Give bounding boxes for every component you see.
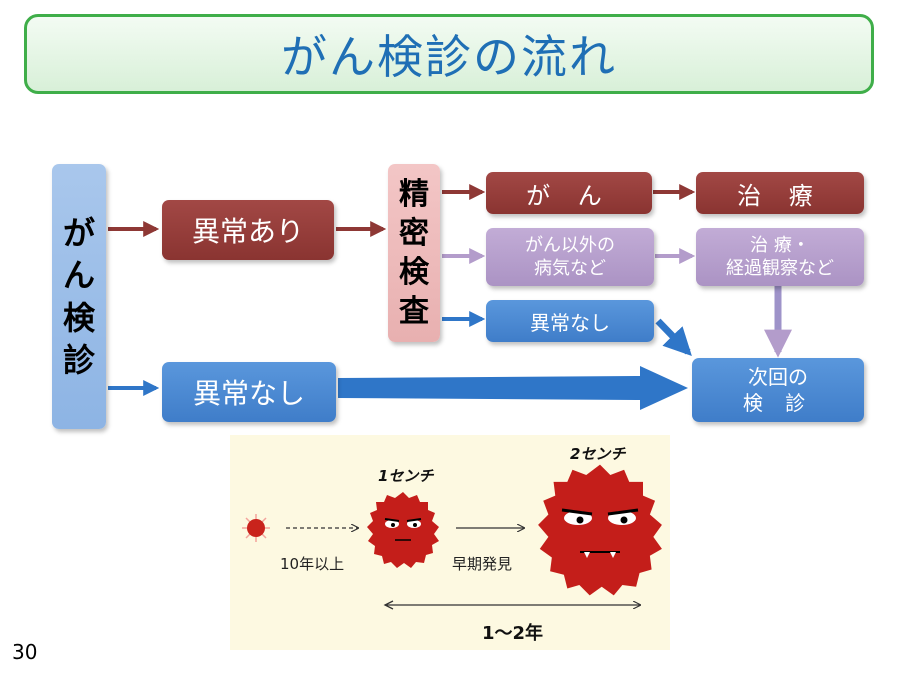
gan-kenshin-box: が ん 検 診 xyxy=(52,164,106,429)
size-2cm-label: 2センチ xyxy=(570,445,626,463)
ijou-nashi-main-box: 異常なし xyxy=(162,362,336,422)
jikai-line2: 検 診 xyxy=(742,391,814,415)
range-label: 1〜2年 xyxy=(482,623,544,644)
chiryou-box: 治 療 xyxy=(696,172,864,214)
jikai-kenshin-box: 次回の 検 診 xyxy=(692,358,864,422)
chiryou-keika-box: 治 療・ 経過観察など xyxy=(696,228,864,286)
tumor-growth-illustration: 1センチ 2センチ 10年以上 早期発見 1〜2年 xyxy=(230,435,670,650)
gan-igai-box: がん以外の 病気など xyxy=(486,228,654,286)
gan-kenshin-char: 診 xyxy=(62,340,95,379)
seimitsu-char: 査 xyxy=(399,294,429,329)
seimitsu-char: 精 xyxy=(399,177,429,212)
label-10years: 10年以上 xyxy=(280,555,345,573)
page-title: がん検診の流れ xyxy=(281,30,617,84)
page-number: 30 xyxy=(12,640,38,664)
seimitsu-char: 密 xyxy=(399,216,429,251)
small-tumor-icon xyxy=(242,514,270,542)
arrow-ijounashi-main-to-jikai xyxy=(338,366,688,410)
tumor-growth-drawing xyxy=(242,464,662,610)
ijou-nashi-sub-box: 異常なし xyxy=(486,300,654,342)
arrow-ijounashi-to-jikai xyxy=(655,318,692,357)
title-box: がん検診の流れ xyxy=(24,14,874,94)
label-early-detection: 早期発見 xyxy=(452,555,513,573)
gan-box: が ん xyxy=(486,172,652,214)
tumor-1cm-icon xyxy=(367,492,439,568)
gan-igai-line2: 病気など xyxy=(534,258,606,279)
jikai-line1: 次回の xyxy=(748,365,808,389)
gan-kenshin-char: 検 xyxy=(62,298,95,337)
ijou-ari-box: 異常あり xyxy=(162,200,334,260)
seimitsu-kensa-box: 精 密 検 査 xyxy=(388,164,440,342)
seimitsu-char: 検 xyxy=(399,255,429,290)
gan-kenshin-char: が xyxy=(62,214,95,253)
size-1cm-label: 1センチ xyxy=(378,467,434,485)
gan-igai-line1: がん以外の xyxy=(525,234,615,256)
gan-kenshin-char: ん xyxy=(62,256,95,295)
tumor-2cm-icon xyxy=(538,464,662,596)
chiryou-keika-line1: 治 療・ xyxy=(750,234,810,256)
chiryou-keika-line2: 経過観察など xyxy=(726,258,834,279)
